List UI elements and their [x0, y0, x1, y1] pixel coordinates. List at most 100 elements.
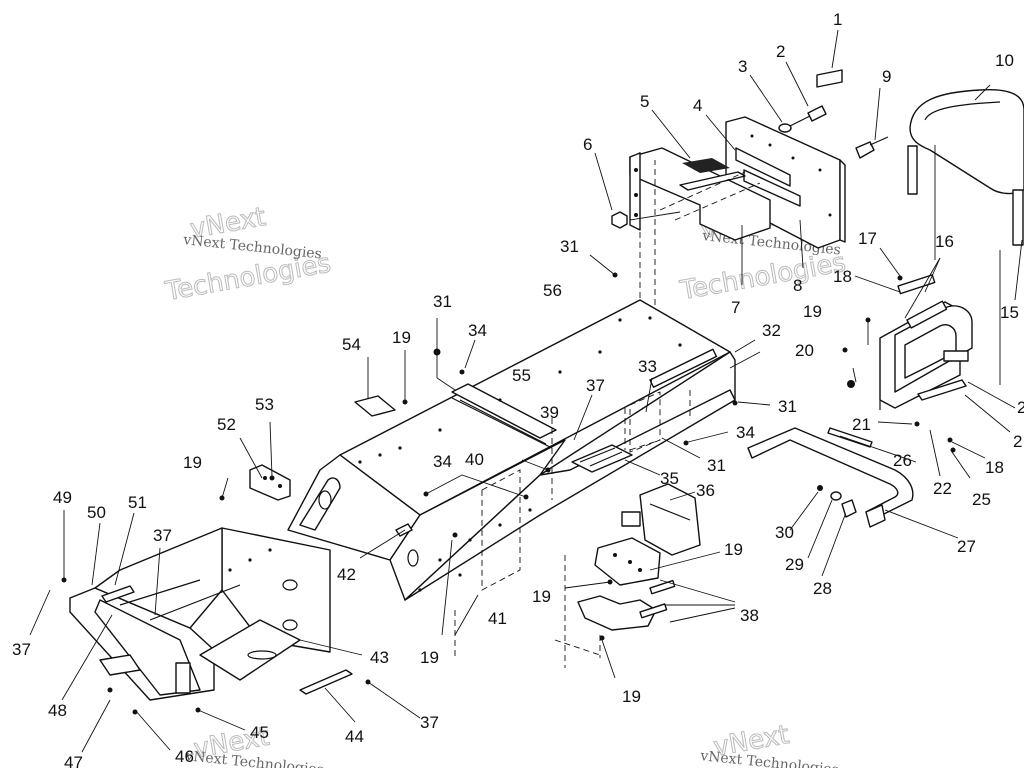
bracket-part-38	[577, 537, 676, 631]
bracket-part-52	[249, 464, 291, 501]
front-frame-part-43	[69, 527, 331, 701]
callout-19-bracket-36: 19	[724, 540, 743, 559]
callout-52: 52	[217, 415, 236, 434]
callout-39: 39	[540, 403, 559, 422]
callout-34-center: 34	[433, 452, 452, 471]
callout-48: 48	[48, 701, 67, 720]
callout-55: 55	[512, 366, 531, 385]
callout-19-left-frame: 19	[183, 453, 202, 472]
callout-18-upper: 18	[833, 267, 852, 286]
callout-22: 22	[933, 479, 952, 498]
callout-21: 21	[852, 415, 871, 434]
callout-33: 33	[638, 357, 657, 376]
callout-9: 9	[882, 67, 891, 86]
callout-46: 46	[175, 747, 194, 766]
callout-47: 47	[64, 753, 83, 768]
backrest-bracket-left	[907, 145, 918, 195]
callout-37-bar: 37	[420, 713, 439, 732]
tube-frame-part-27	[747, 427, 914, 528]
callout-28: 28	[813, 579, 832, 598]
footrest-part-35	[571, 444, 633, 473]
callout-19-seat: 19	[803, 302, 822, 321]
callout-27: 27	[957, 537, 976, 556]
callout-49: 49	[53, 488, 72, 507]
callout-19-bottom: 19	[622, 687, 641, 706]
callout-34-right: 34	[736, 423, 755, 442]
panel-part-33	[629, 391, 661, 453]
callout-17: 17	[858, 229, 877, 248]
callout-34-upper: 34	[468, 321, 487, 340]
callout-56: 56	[543, 281, 562, 300]
callout-10: 10	[995, 51, 1014, 70]
callout-31-panel: 31	[433, 292, 452, 311]
callout-20: 20	[795, 341, 814, 360]
callout-51: 51	[128, 493, 147, 512]
bar-part-44	[299, 669, 353, 695]
callout-31-top: 31	[560, 237, 579, 256]
decal-part-1	[816, 69, 843, 88]
leader-lines	[29, 29, 1023, 753]
callout-3: 3	[738, 57, 747, 76]
plate-part-54	[354, 395, 396, 417]
back-plate-part-8	[725, 116, 846, 249]
callout-26: 26	[893, 451, 912, 470]
callout-42: 42	[337, 565, 356, 584]
fastener-dots	[61, 272, 848, 715]
hardware-parts-28-30	[817, 485, 857, 518]
callout-19-chassis: 19	[420, 648, 439, 667]
callout-19-bracket-38: 19	[532, 587, 551, 606]
callout-23-partial: 2	[1017, 398, 1024, 417]
callout-7: 7	[731, 298, 740, 317]
bar-part-51	[101, 585, 135, 603]
callout-32: 32	[762, 321, 781, 340]
callout-54: 54	[342, 335, 361, 354]
callout-30: 30	[775, 523, 794, 542]
chassis-tunnel-part-56	[287, 150, 736, 601]
panel-part-41	[481, 469, 521, 591]
callout-8: 8	[793, 276, 802, 295]
bracket-part-36	[621, 483, 701, 556]
backrest-part-10	[909, 88, 1024, 195]
callout-41: 41	[488, 609, 507, 628]
fastener-part-20	[847, 380, 855, 388]
callout-44: 44	[345, 727, 364, 746]
callout-4: 4	[693, 96, 702, 115]
bolt-part-2	[789, 105, 827, 127]
callout-35: 35	[660, 469, 679, 488]
callout-36: 36	[696, 481, 715, 500]
backrest-assembly	[847, 88, 1024, 453]
callout-37-left: 37	[12, 640, 31, 659]
pad-part-22	[917, 379, 967, 401]
backrest-bracket-right	[1012, 189, 1024, 246]
callout-24-partial: 2	[1013, 432, 1022, 451]
callout-1: 1	[833, 10, 842, 29]
callout-38: 38	[740, 606, 759, 625]
callout-31-right: 31	[778, 397, 797, 416]
bolt-part-9	[855, 136, 889, 159]
callout-50: 50	[87, 503, 106, 522]
callout-45: 45	[250, 723, 269, 742]
callout-labels: 1 2 3 4 5 6 7 8 9 10 15 16 17 18 18 19 1…	[12, 10, 1024, 768]
rail-part-55	[451, 383, 557, 439]
seat-support-part-16	[879, 274, 973, 410]
callout-53: 53	[255, 395, 274, 414]
watermark-brand-line: vNext Technologies	[182, 232, 323, 263]
callout-25: 25	[972, 490, 991, 509]
callout-19-panel: 19	[392, 328, 411, 347]
callout-43: 43	[370, 648, 389, 667]
callout-37-frame: 37	[153, 526, 172, 545]
callout-18-lower: 18	[985, 458, 1004, 477]
callout-31-lower: 31	[707, 456, 726, 475]
callout-6: 6	[583, 135, 592, 154]
nut-part-6	[611, 211, 628, 229]
callout-16: 16	[935, 232, 954, 251]
callout-15: 15	[1000, 303, 1019, 322]
callout-5: 5	[640, 92, 649, 111]
callout-2: 2	[776, 42, 785, 61]
callout-29: 29	[785, 555, 804, 574]
strap-part-26	[827, 427, 873, 448]
callout-37-tunnel: 37	[586, 376, 605, 395]
bracket-part-5	[629, 147, 771, 241]
callout-40: 40	[465, 450, 484, 469]
